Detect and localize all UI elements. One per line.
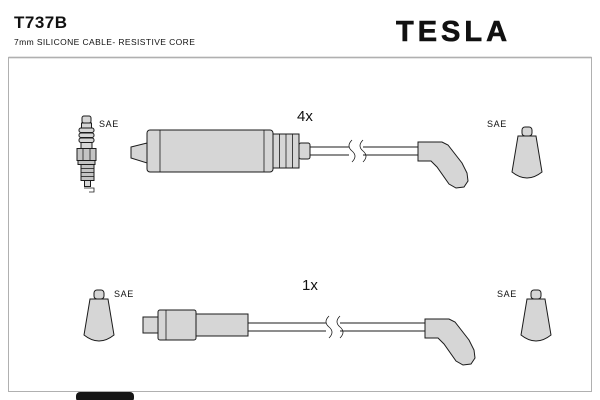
- cable-break-icon-2: [326, 316, 340, 338]
- header: T737B 7mm SILICONE CABLE- RESISTIVE CORE…: [8, 13, 592, 59]
- terminal-row1-right: [511, 126, 543, 179]
- content-border: [8, 57, 592, 392]
- cable-break-icon: [349, 140, 363, 162]
- sae-label-row1-right: SAE: [487, 119, 507, 129]
- part-number: T737B: [14, 13, 68, 32]
- quantity-label-row1: 4x: [297, 108, 313, 125]
- footer-mark: [76, 392, 134, 400]
- spark-plug-icon: [76, 115, 97, 193]
- terminal-row2-left: [83, 289, 115, 342]
- straight-boot: [142, 309, 249, 341]
- cable-line-row1: [309, 139, 419, 163]
- cable-line-row2: [247, 315, 426, 339]
- sae-label-row2-left: SAE: [114, 289, 134, 299]
- quantity-label-row2: 1x: [302, 277, 318, 294]
- ribbed-section: [272, 133, 300, 169]
- coil-boot: [130, 129, 311, 173]
- sae-label-row1-left: SAE: [99, 119, 119, 129]
- elbow-boot-row1: [417, 141, 469, 189]
- cable-row-1x: SAE 1x SAE: [83, 277, 552, 366]
- elbow-boot-row2: [424, 318, 476, 366]
- sae-label-row2-right: SAE: [497, 289, 517, 299]
- subtitle: 7mm SILICONE CABLE- RESISTIVE CORE: [14, 37, 195, 47]
- tesla-logo: TESLA: [396, 16, 511, 48]
- cable-row-4x: SAE 4x SAE: [76, 108, 543, 193]
- terminal-row2-right: [520, 289, 552, 342]
